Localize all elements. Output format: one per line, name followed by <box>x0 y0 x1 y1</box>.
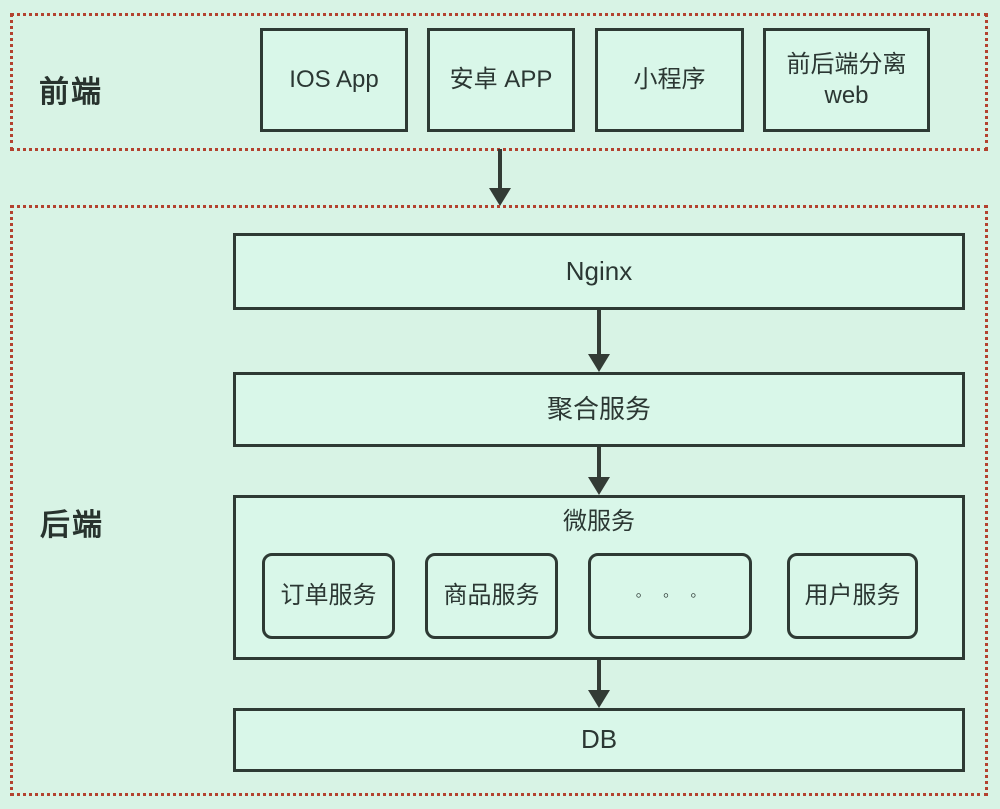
client-box-ios-app: IOS App <box>260 28 408 132</box>
client-box-label: 小程序 <box>633 66 706 94</box>
service-box-order: 订单服务 <box>262 553 395 639</box>
backend-section: 后端 Nginx 聚合服务 微服务 订单服务 商品服务 ◦ ◦ ◦ 用户服务 D… <box>10 205 988 796</box>
arrow-stem <box>597 660 601 690</box>
arrow-down-icon <box>588 660 610 708</box>
service-label: 用户服务 <box>804 582 901 610</box>
aggregation-service-box: 聚合服务 <box>233 372 965 447</box>
arrow-head <box>588 690 610 708</box>
service-box-product: 商品服务 <box>425 553 558 639</box>
arrow-stem <box>498 149 502 188</box>
arrow-stem <box>597 447 601 477</box>
service-box-user: 用户服务 <box>787 553 918 639</box>
db-box: DB <box>233 708 965 772</box>
client-box-mini-program: 小程序 <box>595 28 744 132</box>
client-box-separated-web: 前后端分离 web <box>763 28 930 132</box>
service-label: 订单服务 <box>280 582 377 610</box>
microservices-label: 微服务 <box>563 508 635 535</box>
nginx-label: Nginx <box>565 255 633 286</box>
frontend-section: 前端 IOS App 安卓 APP 小程序 前后端分离 web <box>10 13 988 151</box>
nginx-box: Nginx <box>233 233 965 310</box>
arrow-head <box>588 477 610 495</box>
microservices-box: 微服务 订单服务 商品服务 ◦ ◦ ◦ 用户服务 <box>233 495 965 660</box>
service-label: 商品服务 <box>443 582 540 610</box>
client-box-android-app: 安卓 APP <box>427 28 575 132</box>
arrow-head <box>588 354 610 372</box>
arrow-down-icon <box>588 447 610 495</box>
frontend-section-label: 前端 <box>39 76 103 109</box>
arrow-down-icon <box>588 310 610 372</box>
arrow-head <box>489 188 511 206</box>
arrow-stem <box>597 310 601 354</box>
client-box-label: IOS App <box>289 66 379 94</box>
arrow-down-icon <box>489 149 511 206</box>
backend-section-label: 后端 <box>40 509 104 542</box>
client-box-label: 安卓 APP <box>449 66 553 94</box>
service-box-ellipsis: ◦ ◦ ◦ <box>588 553 752 639</box>
ellipsis-dots: ◦ ◦ ◦ <box>635 585 705 606</box>
client-box-label: 前后端分离 web <box>786 50 907 109</box>
aggregation-service-label: 聚合服务 <box>546 393 651 424</box>
db-label: DB <box>580 724 618 755</box>
